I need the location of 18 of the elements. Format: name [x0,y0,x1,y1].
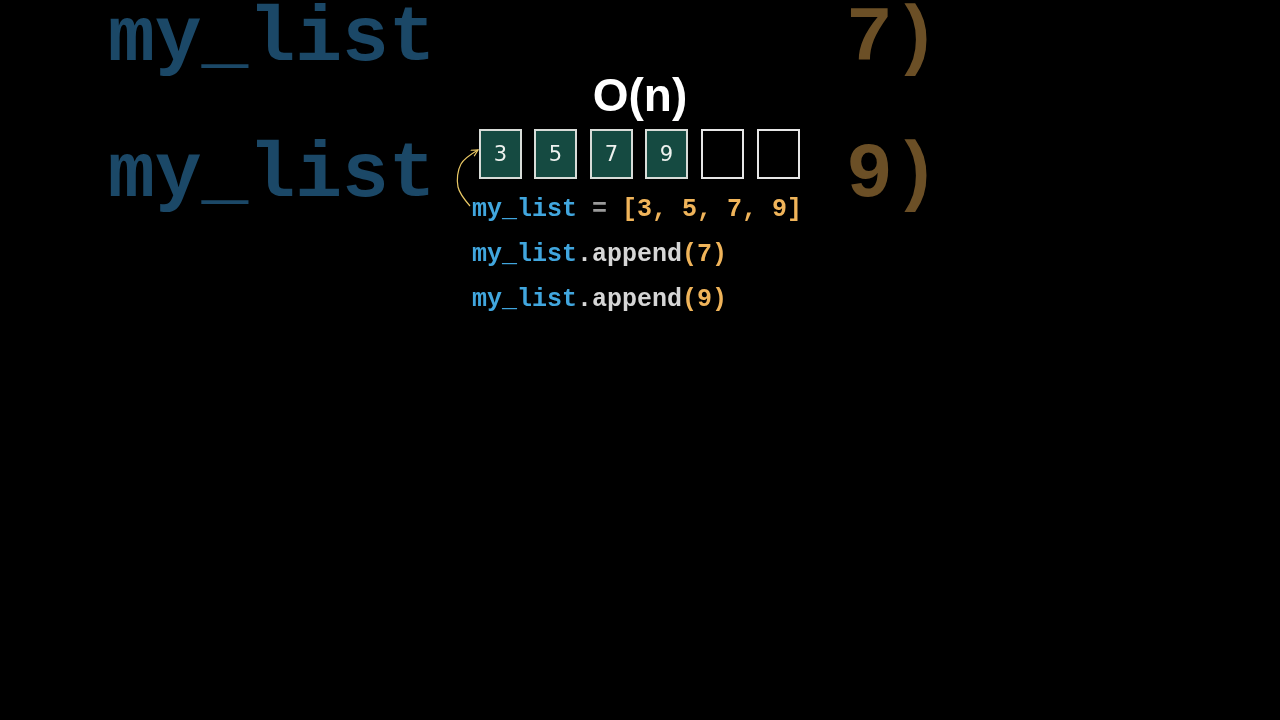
background-code-text: my_list [108,136,436,214]
code-line: my_list.append(9) [472,285,728,315]
array-value: 7 [604,143,619,165]
array-value: 9 [659,143,674,165]
array-value: 3 [493,143,508,165]
array-slot-filled [645,129,688,179]
array-slot-empty [701,129,744,179]
curved-arrow [456,149,479,207]
code-line: my_list = [3, 5, 7, 9] [472,195,803,225]
background-code-text: my_list [108,0,436,78]
array-slot-filled [534,129,577,179]
array-value: 5 [548,143,563,165]
background-code-text: 7) [846,0,940,78]
background-code-text: 9) [846,136,940,214]
array-slot-filled [479,129,522,179]
code-line: my_list.append(7) [472,240,728,270]
array-slot-empty [757,129,800,179]
array-slot-filled [590,129,633,179]
